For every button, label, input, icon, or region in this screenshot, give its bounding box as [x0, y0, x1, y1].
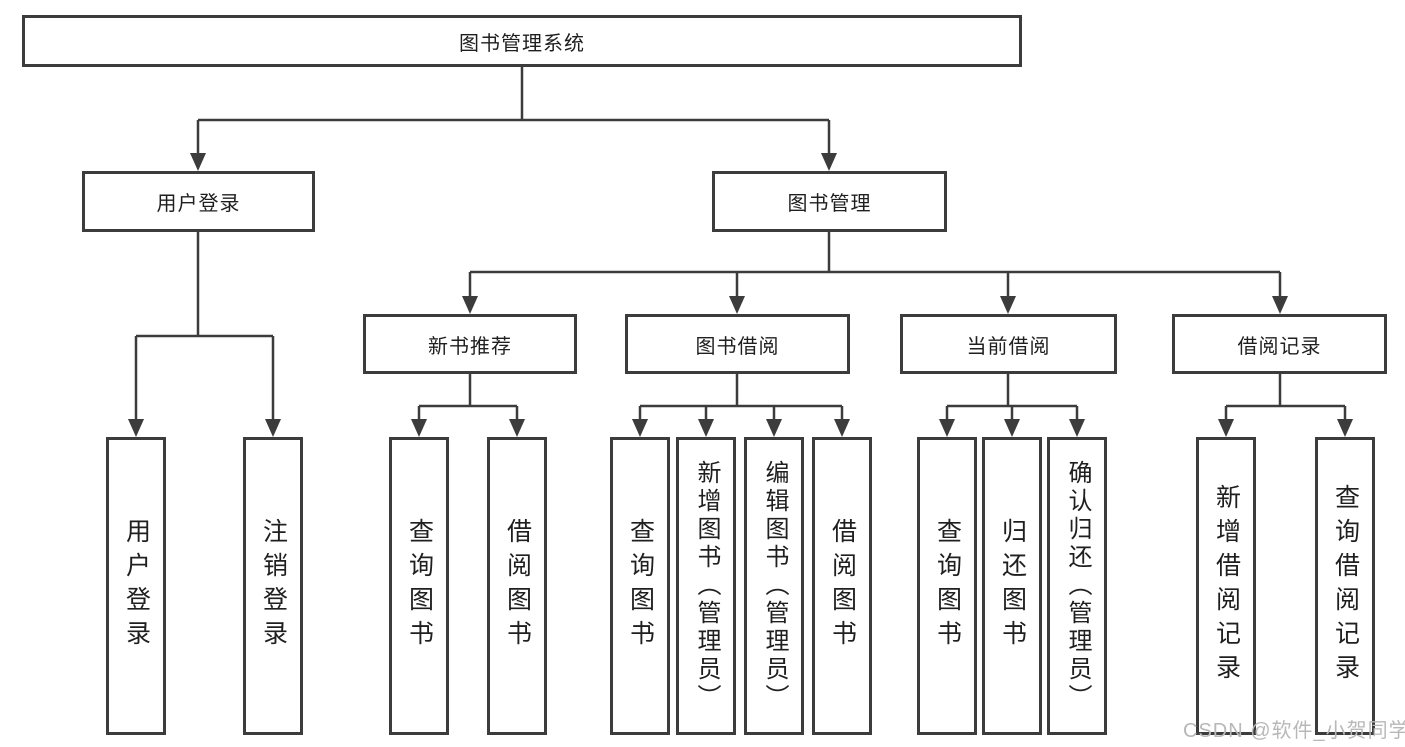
leaf-label: 借阅图书	[828, 518, 857, 654]
arrowheads	[128, 153, 1353, 437]
leaf-label: 归还图书	[998, 518, 1027, 654]
leaf-borrow-books-recommend: 借阅图书	[487, 437, 547, 735]
leaf-confirm-return-admin: 确认归还（管理员）	[1047, 437, 1107, 735]
leaf-label: 查询图书	[626, 518, 655, 654]
node-label: 新书推荐	[428, 335, 512, 358]
leaf-label: 查询图书	[933, 518, 962, 654]
leaf-label: 新增借阅记录	[1212, 484, 1241, 688]
connector-book-mgmt-level3	[468, 232, 1282, 301]
node-book-borrow: 图书借阅	[625, 314, 850, 374]
node-label: 图书借阅	[695, 335, 780, 358]
connector-root-to-level2	[196, 67, 831, 158]
leaf-query-books-current: 查询图书	[917, 437, 977, 735]
leaf-label: 注销登录	[259, 518, 288, 654]
leaf-query-borrow-record: 查询借阅记录	[1315, 437, 1375, 735]
leaf-label: 查询借阅记录	[1331, 484, 1360, 688]
leaf-add-book-admin: 新增图书（管理员）	[676, 437, 736, 735]
node-label: 借阅记录	[1237, 335, 1322, 358]
node-user-login: 用户登录	[82, 171, 315, 232]
connector-borrow-records-leaves	[1224, 374, 1347, 424]
csdn-watermark: CSDN @软件_小贺同学	[1183, 720, 1405, 742]
node-book-management: 图书管理	[712, 171, 947, 232]
node-new-book-recommend: 新书推荐	[363, 314, 577, 374]
leaf-query-books-borrow: 查询图书	[610, 437, 670, 735]
node-current-borrow: 当前借阅	[900, 314, 1117, 374]
leaf-query-books-recommend: 查询图书	[389, 437, 449, 735]
leaf-borrow-books: 借阅图书	[812, 437, 872, 735]
leaf-edit-book-admin: 编辑图书（管理员）	[744, 437, 804, 735]
leaf-label: 编辑图书（管理员）	[761, 460, 788, 712]
node-library-system: 图书管理系统	[22, 15, 1022, 67]
connector-book-borrow-leaves	[638, 374, 844, 424]
connector-new-book-leaves	[417, 374, 519, 424]
node-label: 图书管理系统	[459, 32, 585, 55]
connector-current-borrow-leaves	[945, 374, 1079, 424]
leaf-logout: 注销登录	[243, 437, 303, 735]
leaf-user-login: 用户登录	[106, 437, 166, 735]
leaf-label: 新增图书（管理员）	[693, 460, 720, 712]
leaf-label: 查询图书	[405, 518, 434, 654]
leaf-return-books: 归还图书	[982, 437, 1042, 735]
node-label: 当前借阅	[966, 335, 1051, 358]
node-borrow-records: 借阅记录	[1172, 314, 1387, 374]
leaf-label: 借阅图书	[503, 518, 532, 654]
leaf-add-borrow-record: 新增借阅记录	[1196, 437, 1256, 735]
leaf-label: 用户登录	[122, 518, 151, 654]
node-label: 图书管理	[787, 193, 872, 215]
leaf-label: 确认归还（管理员）	[1064, 460, 1091, 712]
node-label: 用户登录	[156, 193, 241, 215]
connector-user-login-leaves	[134, 232, 275, 424]
